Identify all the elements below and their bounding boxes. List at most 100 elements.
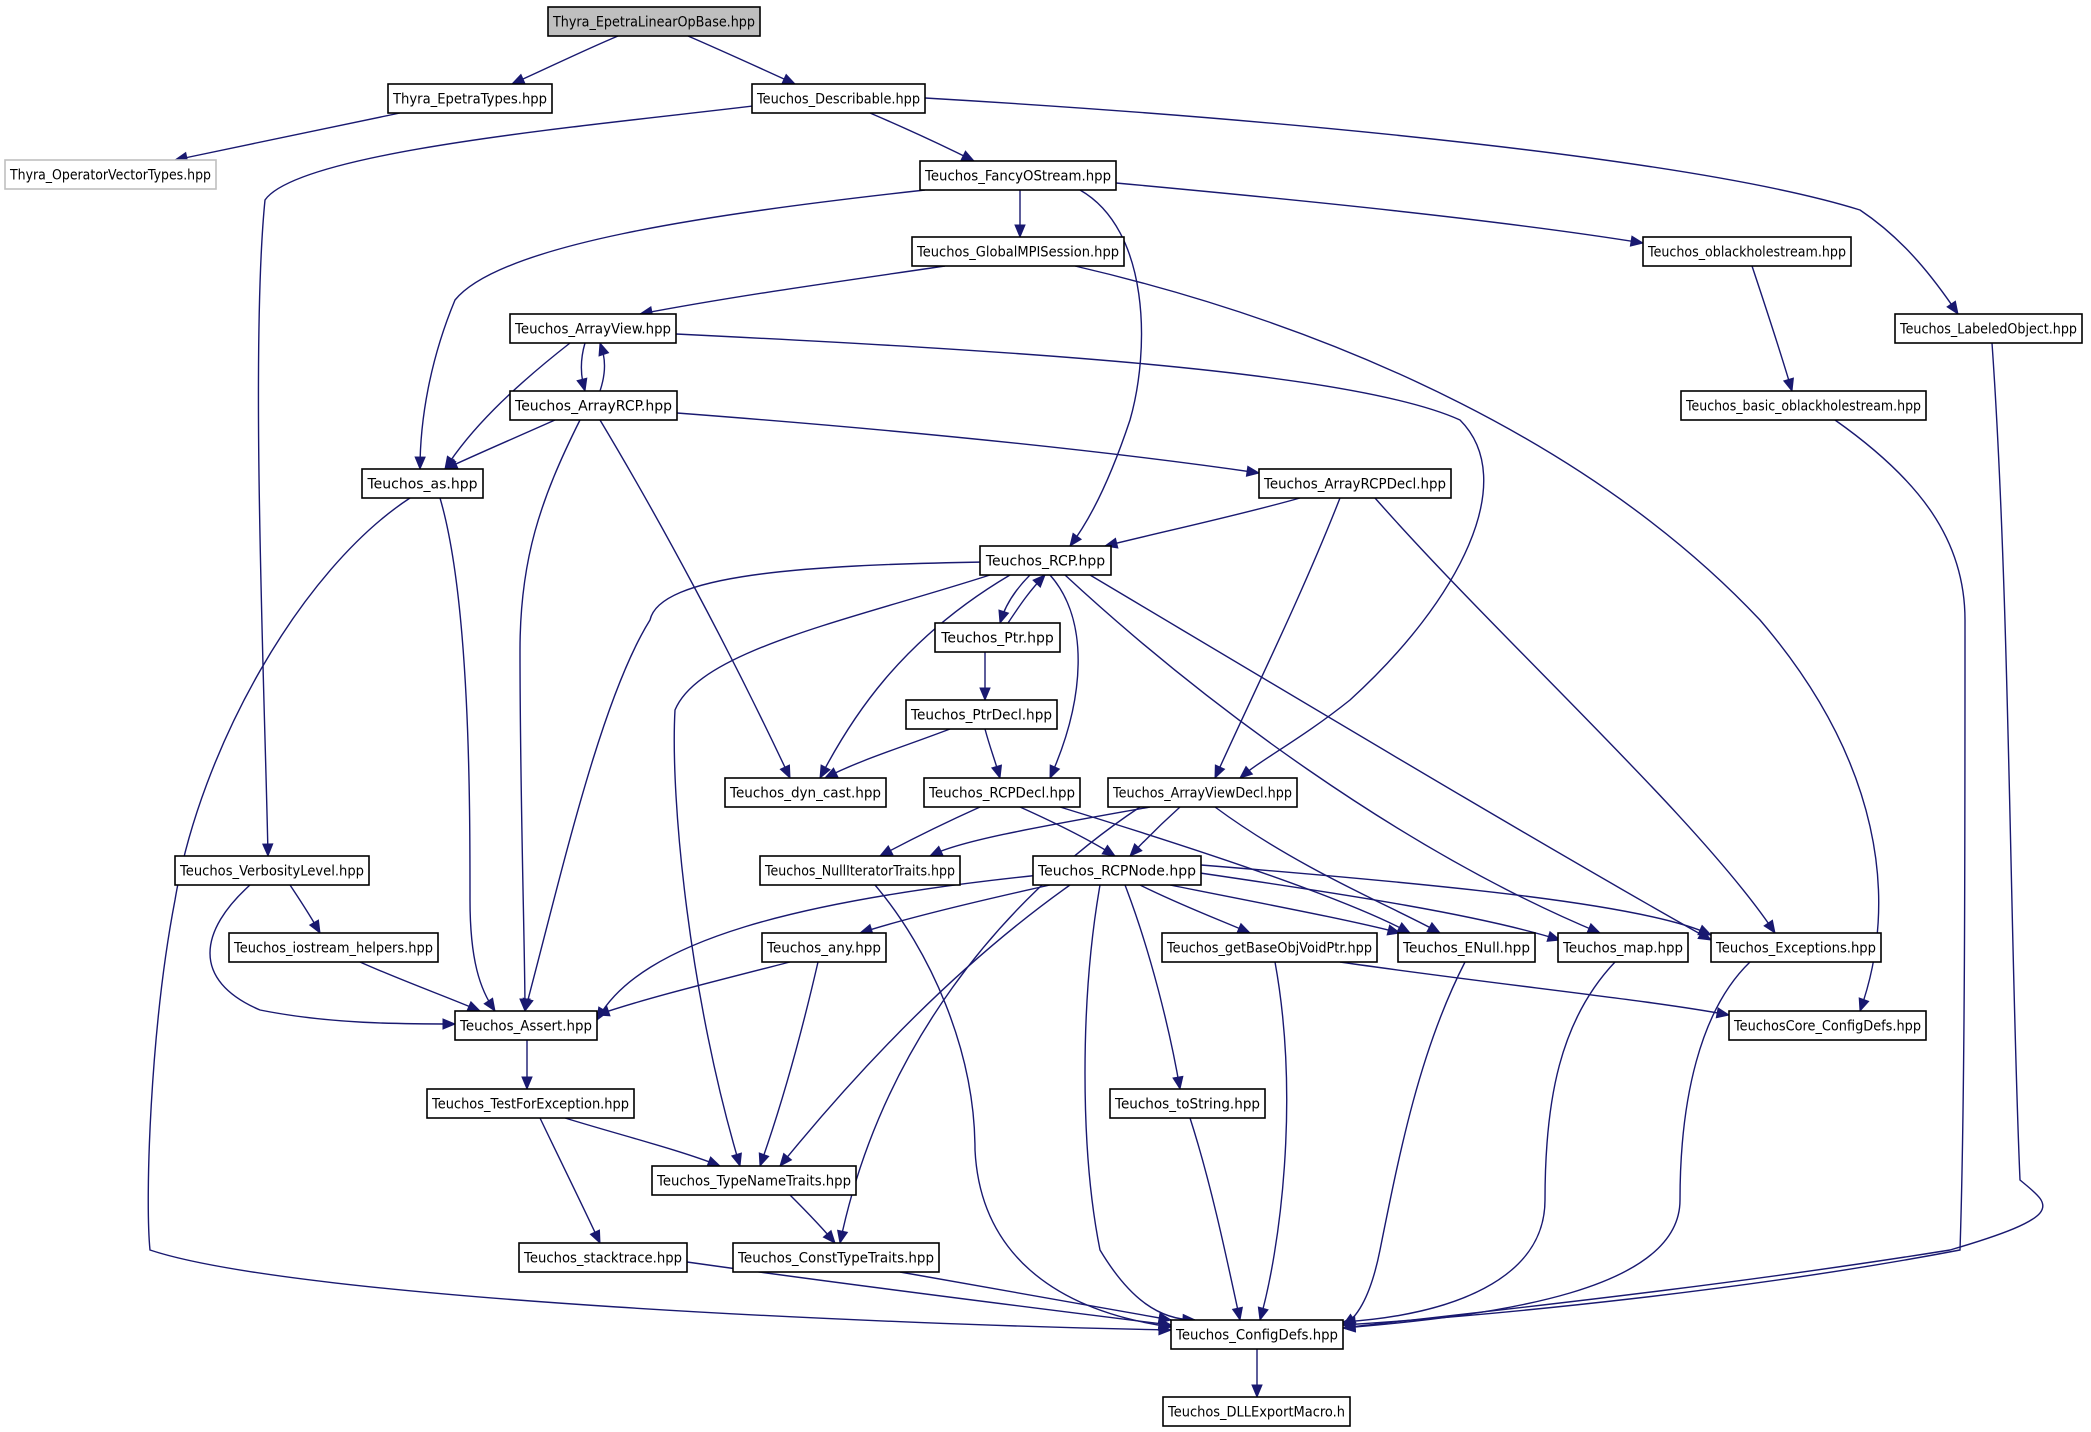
node-globalmpi[interactable]: Teuchos_GlobalMPISession.hpp: [911, 236, 1125, 267]
node-ptrdecl[interactable]: Teuchos_PtrDecl.hpp: [905, 699, 1058, 730]
node-nulliter[interactable]: Teuchos_NullIteratorTraits.hpp: [759, 855, 961, 886]
node-box: [1258, 468, 1452, 499]
edge-line: [511, 35, 619, 85]
node-label: Teuchos_FancyOStream.hpp: [924, 169, 1111, 185]
edge-fancyostream-to-oblackhole: [1115, 182, 1645, 247]
edge-arrayrcp-to-as: [443, 419, 556, 470]
node-label: Teuchos_iostream_helpers.hpp: [233, 941, 433, 957]
edge-line: [539, 1117, 601, 1244]
arrow-head: [706, 1156, 722, 1167]
edge-line: [1342, 961, 1466, 1326]
node-oblackhole[interactable]: Teuchos_oblackholestream.hpp: [1642, 236, 1852, 267]
edge-line: [759, 961, 819, 1167]
edge-rcpnode-to-getbaseobj: [1139, 884, 1252, 934]
node-label: Thyra_OperatorVectorTypes.hpp: [9, 168, 211, 184]
edge-line: [639, 265, 946, 315]
node-assert[interactable]: Teuchos_Assert.hpp: [454, 1010, 598, 1041]
node-box: [1107, 777, 1298, 808]
arrow-head: [1032, 574, 1046, 589]
node-ptr[interactable]: Teuchos_Ptr.hpp: [934, 622, 1061, 653]
node-box: [509, 390, 678, 421]
node-arrayrcpdecl[interactable]: Teuchos_ArrayRCPDecl.hpp: [1258, 468, 1452, 499]
node-rcpnode[interactable]: Teuchos_RCPNode.hpp: [1032, 855, 1202, 886]
edge-arrayrcp-to-arrayview: [598, 341, 610, 392]
node-enull[interactable]: Teuchos_ENull.hpp: [1397, 932, 1536, 963]
node-as[interactable]: Teuchos_as.hpp: [361, 468, 484, 499]
edge-globalmpi-to-coreconfig: [1074, 265, 1880, 1013]
node-any[interactable]: Teuchos_any.hpp: [761, 932, 887, 963]
node-box: [1680, 390, 1927, 421]
edge-rcp-to-rcpdecl: [1049, 574, 1079, 780]
edge-line: [209, 884, 456, 1025]
node-epetratypes[interactable]: Thyra_EpetraTypes.hpp: [387, 83, 553, 114]
edge-line: [359, 961, 481, 1012]
node-box: [387, 83, 553, 114]
node-label: Teuchos_ArrayView.hpp: [514, 322, 671, 338]
node-label: Teuchos_TypeNameTraits.hpp: [656, 1174, 851, 1190]
node-label: Teuchos_GlobalMPISession.hpp: [916, 245, 1119, 261]
arrow-head: [1014, 224, 1026, 239]
edge-describable-to-fancyostream: [869, 112, 976, 162]
edge-verbosity-to-iostreamhelpers: [289, 884, 321, 935]
edge-rcp-to-dyncast: [819, 574, 1011, 780]
node-label: Teuchos_DLLExportMacro.h: [1167, 1405, 1345, 1421]
edge-oblackhole-to-basicoblackhole: [1751, 265, 1794, 393]
node-label: Thyra_EpetraTypes.hpp: [392, 92, 547, 108]
node-label: Teuchos_RCP.hpp: [985, 554, 1105, 570]
edge-line: [1169, 884, 1401, 934]
node-iostreamhelpers[interactable]: Teuchos_iostream_helpers.hpp: [228, 932, 439, 963]
edge-arrayview-to-arrayrcp: [576, 342, 588, 393]
node-label: Teuchos_NullIteratorTraits.hpp: [764, 864, 955, 880]
edge-line: [687, 35, 796, 85]
node-rcp[interactable]: Teuchos_RCP.hpp: [979, 545, 1112, 576]
edge-describable-to-verbosity: [257, 103, 771, 858]
node-labeledobject[interactable]: Teuchos_LabeledObject.hpp: [1894, 313, 2083, 344]
edge-any-to-typename: [758, 961, 819, 1168]
node-map[interactable]: Teuchos_map.hpp: [1557, 932, 1689, 963]
arrow-head: [1715, 1007, 1731, 1019]
node-coreconfig[interactable]: TeuchosCore_ConfigDefs.hpp: [1728, 1010, 1927, 1041]
node-testforexc[interactable]: Teuchos_TestForException.hpp: [426, 1088, 635, 1119]
node-opvectortypes[interactable]: Thyra_OperatorVectorTypes.hpp: [4, 159, 217, 190]
node-stacktrace[interactable]: Teuchos_stacktrace.hpp: [518, 1242, 688, 1273]
node-fancyostream[interactable]: Teuchos_FancyOStream.hpp: [919, 160, 1117, 191]
node-root[interactable]: Thyra_EpetraLinearOpBase.hpp: [547, 6, 761, 37]
node-box: [426, 1088, 635, 1119]
edge-line: [1339, 961, 1730, 1016]
arrow-head: [998, 609, 1010, 625]
node-describable[interactable]: Teuchos_Describable.hpp: [751, 83, 926, 114]
node-basicoblackhole[interactable]: Teuchos_basic_oblackholestream.hpp: [1680, 390, 1927, 421]
node-box: [761, 932, 887, 963]
node-dllexport[interactable]: Teuchos_DLLExportMacro.h: [1162, 1396, 1351, 1427]
edge-rcpnode-to-map: [1199, 872, 1562, 942]
node-arrayview[interactable]: Teuchos_ArrayView.hpp: [509, 313, 677, 344]
edge-line: [419, 189, 926, 470]
node-box: [905, 699, 1058, 730]
edge-line: [596, 961, 791, 1016]
node-tostring[interactable]: Teuchos_toString.hpp: [1109, 1088, 1266, 1119]
edge-rcpnode-to-typename: [779, 884, 1071, 1168]
edge-line: [147, 497, 1172, 1331]
arrow-head: [960, 150, 976, 162]
node-arrayrcp[interactable]: Teuchos_ArrayRCP.hpp: [509, 390, 678, 421]
node-box: [1894, 313, 2083, 344]
node-dyncast[interactable]: Teuchos_dyn_cast.hpp: [724, 777, 887, 808]
edge-arrayrcp-to-arrayrcpdecl: [676, 412, 1261, 477]
edge-consttype-to-configdefs: [899, 1271, 1173, 1324]
node-rcpdecl[interactable]: Teuchos_RCPDecl.hpp: [923, 777, 1081, 808]
edge-line: [676, 412, 1260, 474]
node-exceptions[interactable]: Teuchos_Exceptions.hpp: [1710, 932, 1882, 963]
node-verbosity[interactable]: Teuchos_VerbosityLevel.hpp: [174, 855, 370, 886]
node-typename[interactable]: Teuchos_TypeNameTraits.hpp: [651, 1165, 857, 1196]
edge-rcp-to-assert: [522, 561, 986, 1013]
node-consttype[interactable]: Teuchos_ConstTypeTraits.hpp: [732, 1242, 940, 1273]
node-box: [1032, 855, 1202, 886]
node-configdefs[interactable]: Teuchos_ConfigDefs.hpp: [1170, 1319, 1344, 1350]
node-arrayviewdecl[interactable]: Teuchos_ArrayViewDecl.hpp: [1107, 777, 1298, 808]
arrow-head: [1245, 465, 1261, 477]
edge-line: [1200, 864, 1712, 936]
edge-rcpnode-to-exceptions: [1200, 864, 1713, 936]
edge-any-to-assert: [595, 961, 791, 1017]
arrow-head: [819, 764, 831, 780]
node-getbaseobj[interactable]: Teuchos_getBaseObjVoidPtr.hpp: [1161, 932, 1378, 963]
